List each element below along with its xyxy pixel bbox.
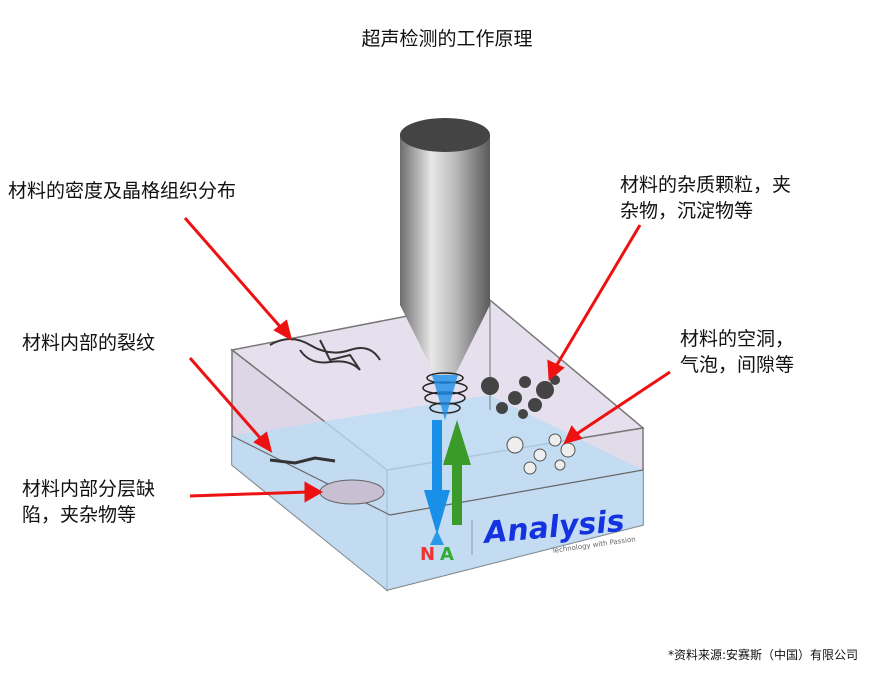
logo: N A Analysis Technology with Passion [420, 504, 636, 565]
inclusion-particles [481, 375, 560, 419]
wave-down-arrow [424, 490, 450, 535]
wave-up-arrow [443, 420, 471, 465]
voids [506, 433, 576, 475]
label-void-line1: 材料的空洞， [680, 328, 795, 350]
source-note: *资料来源:安赛斯（中国）有限公司 [667, 648, 858, 662]
label-crack: 材料内部的裂纹 [22, 332, 156, 354]
label-void: 材料的空洞， 气泡，间隙等 [680, 326, 794, 378]
label-inclusion-line2: 杂物，沉淀物等 [620, 200, 754, 222]
layer-defect [319, 479, 385, 505]
label-inclusion: 材料的杂质颗粒，夹 杂物，沉淀物等 [620, 172, 791, 224]
label-layer-line2: 陷，夹杂物等 [22, 504, 137, 526]
pointer-arrows [183, 217, 671, 503]
diagram-title: 超声检测的工作原理 [361, 28, 533, 50]
label-inclusion-line1: 材料的杂质颗粒，夹 [620, 174, 792, 196]
label-density: 材料的密度及晶格组织分布 [8, 180, 237, 202]
label-layer: 材料内部分层缺 陷，夹杂物等 [22, 476, 155, 528]
label-void-line2: 气泡，间隙等 [680, 354, 795, 376]
label-layer-line1: 材料内部分层缺 [22, 478, 156, 500]
svg-text:A: A [440, 544, 454, 565]
transducer-body [400, 135, 490, 305]
crack [269, 456, 336, 465]
svg-text:N: N [420, 544, 435, 565]
